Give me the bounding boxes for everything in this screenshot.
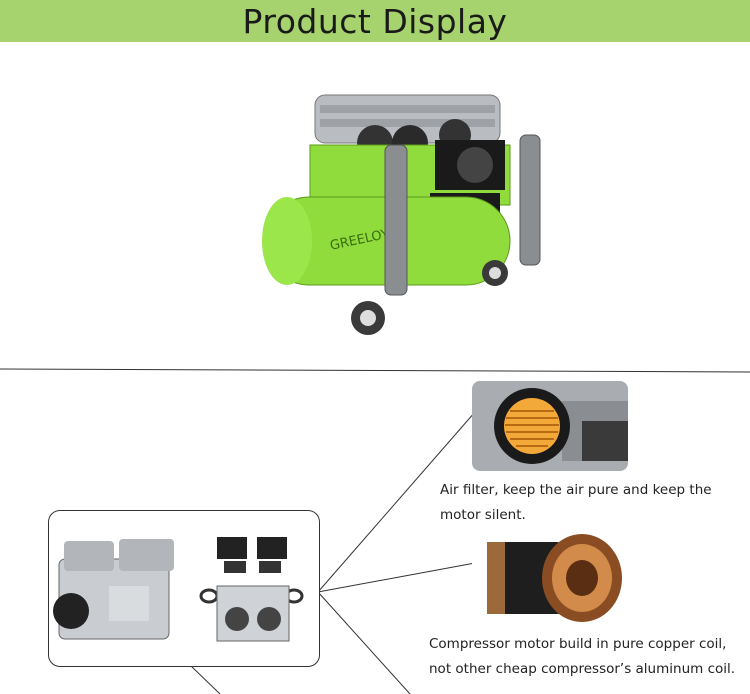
- motor-coil-caption: Compressor motor build in pure copper co…: [429, 632, 749, 682]
- air-filter-photo: [472, 381, 628, 471]
- air-filter-caption: Air filter, keep the air pure and keep t…: [440, 478, 740, 528]
- page-title: Product Display: [242, 1, 508, 41]
- caption-line: Compressor motor build in pure copper co…: [429, 636, 727, 652]
- caption-line: motor silent.: [440, 507, 526, 523]
- pump-parts-box: [48, 510, 320, 667]
- caption-line: Air filter, keep the air pure and keep t…: [440, 482, 712, 498]
- caption-line: not other cheap compressor’s aluminum co…: [429, 661, 736, 677]
- header-banner: Product Display: [0, 0, 750, 42]
- motor-coil-photo: [472, 530, 625, 625]
- hero-compressor-image: GREELOY: [250, 85, 550, 345]
